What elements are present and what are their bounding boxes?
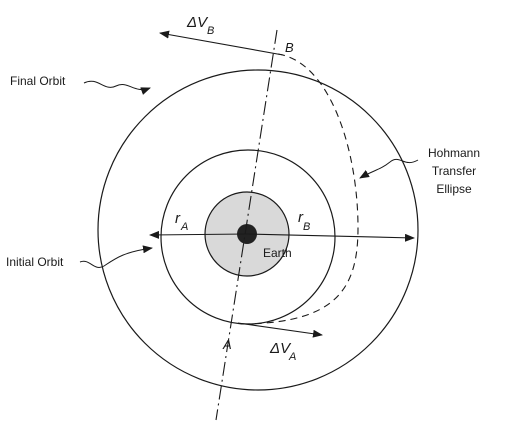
delta-v-a-symbol: ΔV [269,340,292,357]
delta-v-b-subscript: B [207,25,214,37]
transfer-ellipse [245,53,359,325]
final-orbit-circle [97,69,419,391]
r-a-symbol: r [175,210,181,227]
r-a-arrow [149,230,248,239]
point-a-label: A [222,337,232,352]
r-b-symbol: r [298,209,304,226]
transfer-ellipse-label-2: Transfer [432,164,476,178]
earth-label: Earth [263,246,292,260]
delta-v-b-arrow [159,30,284,56]
delta-v-b-symbol: ΔV [186,14,209,31]
r-a-subscript: A [180,221,188,233]
point-b-label: B [285,40,294,55]
apse-line [215,29,278,421]
final-orbit-label: Final Orbit [10,74,66,88]
r-b-subscript: B [303,221,310,233]
delta-v-a-arrow [237,322,323,338]
initial-orbit-label: Initial Orbit [6,255,64,269]
final-orbit-leader [83,80,151,95]
transfer-ellipse-label-1: Hohmann [428,146,480,160]
initial-orbit-leader [79,245,153,268]
r-b-arrow [246,233,415,242]
delta-v-a-subscript: A [288,351,296,363]
transfer-ellipse-label-3: Ellipse [436,182,472,196]
transfer-ellipse-leader [359,158,419,179]
